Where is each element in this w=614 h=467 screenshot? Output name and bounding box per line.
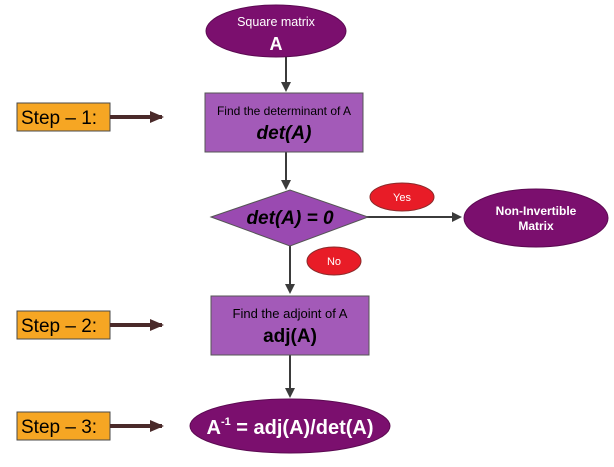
step1-line1: Find the determinant of A	[217, 104, 351, 118]
formula-sup: -1	[221, 416, 231, 428]
step1-label-text: Step – 1:	[21, 108, 97, 129]
non-invertible-line2: Matrix	[518, 219, 554, 233]
formula-base: A	[206, 417, 220, 439]
no-badge: No	[306, 246, 362, 276]
step2-label: Step – 2:	[16, 310, 164, 340]
step1-label: Step – 1:	[16, 102, 164, 132]
yes-label: Yes	[393, 192, 411, 204]
non-invertible-line1: Non-Invertible	[496, 204, 577, 218]
step1-process: Find the determinant of A det(A)	[204, 92, 364, 153]
step2-line1: Find the adjoint of A	[233, 306, 348, 321]
step2-line2: adj(A)	[263, 326, 317, 347]
formula-rest: = adj(A)/det(A)	[231, 417, 374, 439]
start-node: Square matrix A	[205, 4, 347, 58]
yes-badge: Yes	[369, 182, 435, 212]
step1-line2: det(A)	[257, 123, 312, 144]
decision-label: det(A) = 0	[246, 208, 334, 229]
step2-process: Find the adjoint of A adj(A)	[210, 295, 370, 356]
non-invertible-node: Non-Invertible Matrix	[463, 188, 609, 248]
step3-formula: A-1 = adj(A)/det(A)	[206, 416, 373, 439]
step2-label-text: Step – 2:	[21, 316, 97, 337]
step3-label: Step – 3:	[16, 411, 164, 441]
step3-result-node: A-1 = adj(A)/det(A)	[189, 398, 391, 454]
decision-node: det(A) = 0	[209, 189, 370, 247]
start-line1: Square matrix	[237, 15, 316, 29]
step3-label-text: Step – 3:	[21, 417, 97, 438]
no-label: No	[327, 256, 341, 268]
start-line2: A	[270, 34, 283, 54]
